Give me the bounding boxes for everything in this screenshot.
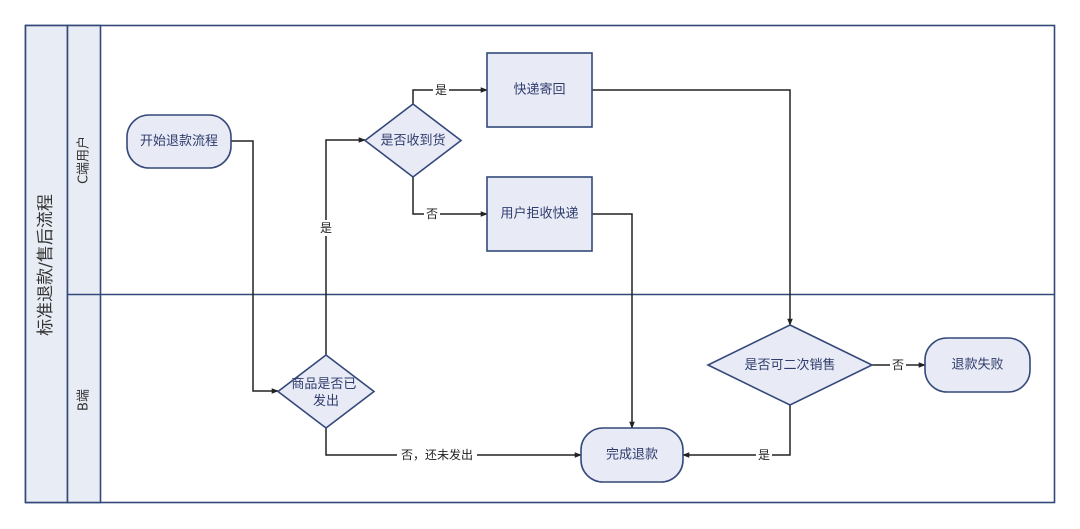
node-shipped-check: 商品是否已 发出 <box>276 353 376 430</box>
edge-resale-check-to-complete <box>682 405 791 458</box>
node-shipped-check-line-1: 商品是否已 <box>291 377 356 392</box>
node-complete-label: 完成退款 <box>606 448 658 463</box>
node-received-check: 是否收到货 <box>363 102 463 179</box>
edge-shipped-check-to-complete <box>325 428 582 458</box>
edge-label-received-yes: 是 <box>433 82 449 98</box>
node-start: 开始退款流程 <box>126 114 232 169</box>
node-complete: 完成退款 <box>580 427 684 483</box>
pool-title-strip <box>24 24 69 504</box>
pool-title: 标准退款/售后流程 <box>36 194 56 336</box>
node-resale-check: 是否可二次销售 <box>706 324 874 406</box>
edge-shipped-check-to-received-check <box>325 137 366 355</box>
lane-label-c-user: C端用户 <box>76 136 92 184</box>
node-ship-back-label: 快递寄回 <box>513 82 565 98</box>
edge-label-text: 是 <box>758 448 770 462</box>
edge-label-text: 否 <box>426 207 438 221</box>
node-shipped-check-label: 商品是否已 发出 <box>291 377 360 409</box>
edge-label-text: 是 <box>320 221 332 235</box>
edge-received-check-to-ship-back <box>412 87 488 104</box>
edge-label-text: 是 <box>435 83 447 97</box>
node-ship-back: 快递寄回 <box>486 52 593 128</box>
lane-label-b-side: B端 <box>77 389 92 411</box>
node-start-label: 开始退款流程 <box>140 134 218 149</box>
node-user-reject: 用户拒收快递 <box>486 176 593 252</box>
node-resale-check-label: 是否可二次销售 <box>744 357 835 373</box>
node-shipped-check-line-2: 发出 <box>313 393 339 409</box>
edge-user-reject-to-complete <box>592 213 635 429</box>
node-fail: 退款失败 <box>924 337 1031 393</box>
edge-start-to-shipped-check <box>231 140 279 394</box>
edge-label-text: 否，还未发出 <box>401 447 473 462</box>
edge-label-text: 否 <box>892 358 904 372</box>
edge-label-received-no: 否 <box>424 206 440 222</box>
edge-label-shipped-no: 否，还未发出 <box>397 447 477 463</box>
lane-header-strip <box>66 24 102 504</box>
node-received-check-label: 是否收到货 <box>380 133 445 149</box>
edge-received-check-to-user-reject <box>412 177 488 217</box>
node-user-reject-label: 用户拒收快递 <box>500 206 578 222</box>
edge-label-resale-no: 否 <box>890 357 906 373</box>
edge-label-shipped-yes: 是 <box>318 220 334 236</box>
edge-label-resale-yes: 是 <box>756 447 772 463</box>
node-fail-label: 退款失败 <box>951 358 1003 373</box>
edge-ship-back-to-resale-check <box>592 89 793 326</box>
